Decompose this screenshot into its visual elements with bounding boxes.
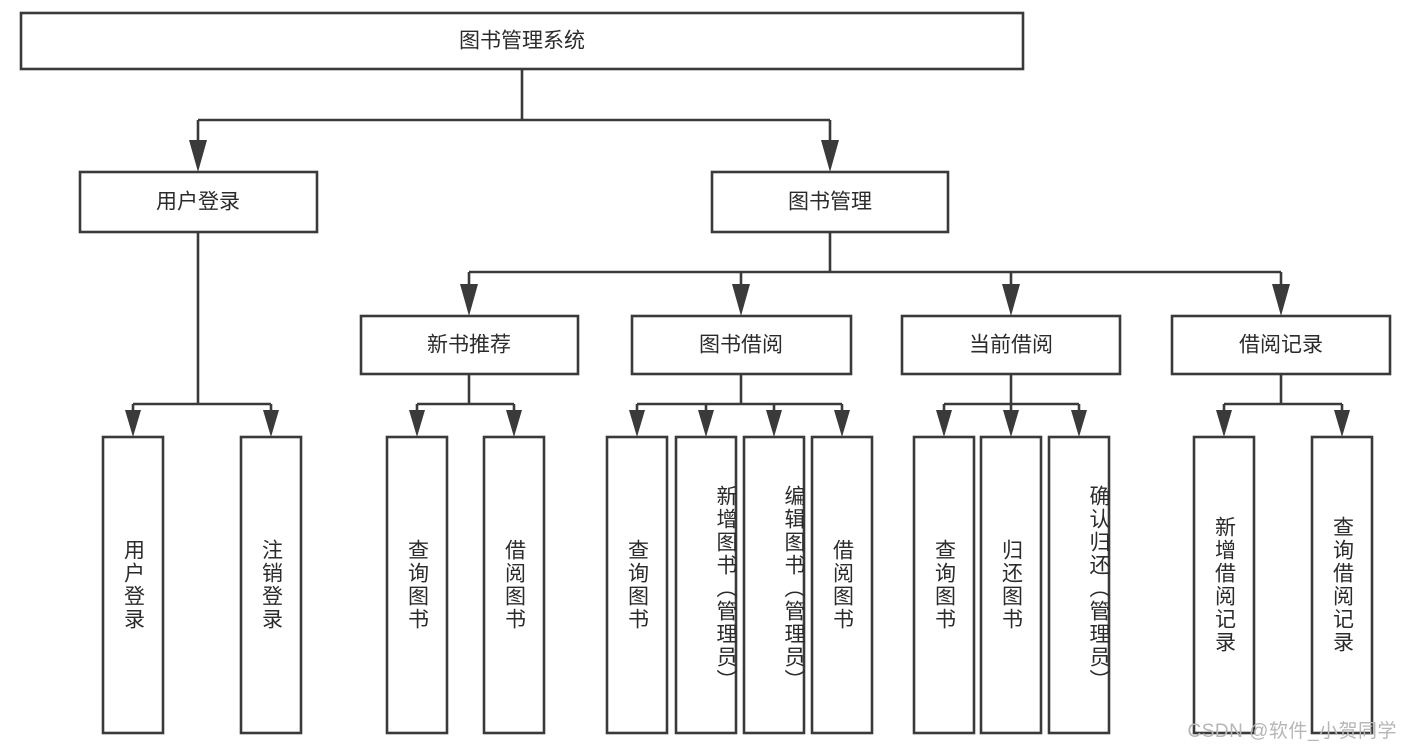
node-root[interactable] [19, 11, 1025, 71]
connector-group-root [189, 70, 839, 172]
connector-group-current-borrow [936, 374, 1087, 437]
arrow-head-borrow-record [1272, 284, 1290, 316]
arrow-head-book-borrow [732, 284, 750, 316]
node-user-login-label: 用户登录 [156, 191, 240, 214]
arrow-head-leaf-logout-login [263, 410, 279, 437]
leaf-box-user-login[interactable] [101, 435, 165, 735]
connector-group-book-manage [460, 232, 1290, 316]
connector-group-borrow-record [1216, 374, 1350, 437]
leaf-box-query-book-3[interactable] [912, 435, 976, 735]
leaf-box-return-book[interactable] [979, 435, 1043, 735]
node-new-book-rec-label: 新书推荐 [427, 334, 511, 357]
arrow-head-leaf-borrow-book-2 [834, 410, 850, 437]
arrow-head-user-login [189, 140, 207, 172]
leaf-box-query-record[interactable] [1310, 435, 1374, 735]
arrow-head-leaf-borrow-book-1 [506, 410, 522, 437]
leaf-box-query-book-2[interactable] [605, 435, 669, 735]
arrow-head-leaf-add-book [698, 410, 714, 437]
arrow-head-leaf-add-record [1216, 410, 1232, 437]
leaf-box-add-record[interactable] [1192, 435, 1256, 735]
node-book-manage[interactable] [710, 170, 950, 234]
leaf-box-borrow-book-1[interactable] [482, 435, 546, 735]
watermark-text: CSDN @软件_小贺同学 [1187, 721, 1397, 742]
arrow-head-leaf-query-book-2 [629, 410, 645, 437]
connector-group-new-book-rec [409, 374, 522, 437]
arrow-head-leaf-query-book-3 [936, 410, 952, 437]
node-current-borrow-label: 当前借阅 [969, 334, 1053, 357]
node-book-borrow-label: 图书借阅 [699, 334, 783, 357]
arrow-head-new-book-rec [460, 284, 478, 316]
leaf-box-confirm-return[interactable] [1047, 435, 1111, 735]
leaf-box-query-book-1[interactable] [385, 435, 449, 735]
node-borrow-record-label: 借阅记录 [1239, 334, 1323, 357]
leaf-box-borrow-book-2[interactable] [810, 435, 874, 735]
node-current-borrow[interactable] [900, 314, 1122, 376]
arrow-head-book-manage [821, 140, 839, 172]
node-book-manage-label: 图书管理 [788, 191, 872, 214]
connector-group-user-login [125, 232, 279, 437]
arrow-head-leaf-edit-book [766, 410, 782, 437]
arrow-head-leaf-user-login [125, 410, 141, 437]
leaf-box-edit-book[interactable] [742, 435, 806, 735]
arrow-head-current-borrow [1002, 284, 1020, 316]
node-new-book-rec[interactable] [359, 314, 580, 376]
node-root-label: 图书管理系统 [459, 30, 585, 53]
node-book-borrow[interactable] [630, 314, 853, 376]
arrow-head-leaf-confirm-return [1071, 410, 1087, 437]
arrow-head-leaf-return-book [1003, 410, 1019, 437]
arrow-head-leaf-query-book-1 [409, 410, 425, 437]
node-user-login[interactable] [78, 170, 319, 234]
node-borrow-record[interactable] [1170, 314, 1392, 376]
connector-group-book-borrow [629, 374, 850, 437]
leaf-box-logout-login[interactable] [239, 435, 303, 735]
leaf-box-add-book[interactable] [674, 435, 738, 735]
arrow-head-leaf-query-record [1334, 410, 1350, 437]
